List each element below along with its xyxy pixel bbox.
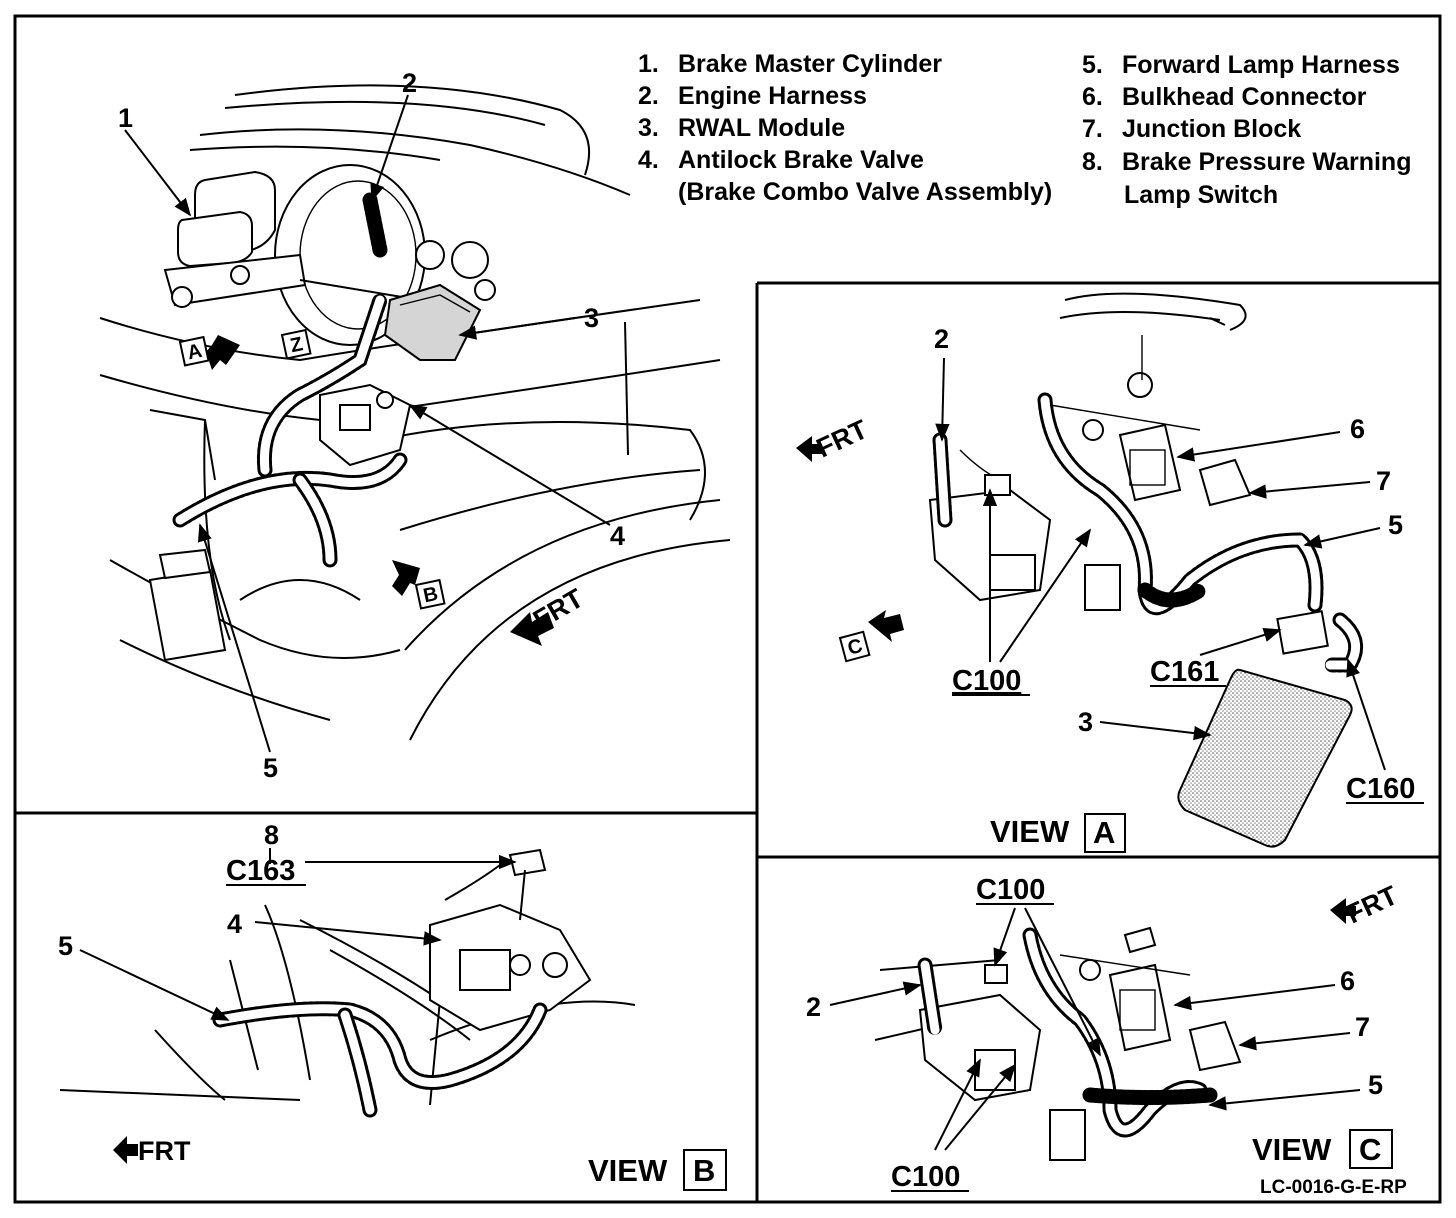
panel-frames	[13, 14, 1442, 1204]
view-c-direction-arrow	[868, 610, 904, 642]
frt-arrow-view-b	[113, 1136, 138, 1164]
view-b-callout-8: 8	[264, 820, 279, 850]
view-a-direction-arrow	[206, 335, 240, 370]
legend-text-2: Engine Harness	[678, 82, 867, 110]
view-b-letter: B	[693, 1153, 715, 1188]
view-a-callout-3: 3	[1078, 707, 1093, 737]
view-a-callout-2: 2	[934, 324, 949, 354]
view-c-callout-7: 7	[1355, 1012, 1370, 1042]
legend-text-8: Brake Pressure Warning	[1122, 148, 1411, 176]
main-callout-4: 4	[610, 521, 625, 551]
svg-text:Z: Z	[288, 333, 305, 357]
view-b-illustration	[59, 848, 636, 1164]
view-b-letter-box	[683, 1149, 727, 1191]
view-a-title: VIEW	[990, 814, 1070, 849]
view-z-marker: Z	[280, 328, 312, 360]
view-a-marker: A	[178, 335, 210, 367]
view-a-letter-box	[1084, 813, 1126, 853]
legend-num-7: 7.	[1082, 115, 1103, 143]
legend-text-1: Brake Master Cylinder	[678, 50, 942, 78]
view-a-callout-7: 7	[1376, 466, 1391, 496]
frt-arrow-view-a	[796, 436, 822, 462]
frt-arrow-main	[510, 612, 554, 646]
main-view-illustration	[99, 84, 731, 753]
legend-text-4: Antilock Brake Valve	[678, 146, 924, 174]
view-b-marker: B	[414, 578, 446, 610]
legend-num-2: 2.	[638, 82, 659, 110]
legend-text-8b: Lamp Switch	[1124, 181, 1278, 209]
view-c-callout-2: 2	[806, 992, 821, 1022]
legend-text-6: Bulkhead Connector	[1122, 83, 1367, 111]
legend-text-7: Junction Block	[1122, 115, 1301, 143]
legend-num-1: 1.	[638, 50, 659, 78]
svg-text:B: B	[421, 583, 440, 608]
frt-arrow-view-c	[1330, 898, 1356, 924]
view-a-connector-c160: C160	[1346, 773, 1415, 805]
legend-text-4b: (Brake Combo Valve Assembly)	[678, 178, 1052, 206]
legend-num-3: 3.	[638, 114, 659, 142]
view-a-connector-c161: C161	[1150, 656, 1219, 688]
legend-num-4: 4.	[638, 146, 659, 174]
drawing-code: LC-0016-G-E-RP	[1260, 1177, 1407, 1198]
view-c-letter-box	[1349, 1129, 1393, 1169]
svg-text:C: C	[845, 635, 865, 660]
legend-num-6: 6.	[1082, 83, 1103, 111]
view-c-marker: C	[838, 630, 871, 663]
view-c-title: VIEW	[1252, 1132, 1332, 1167]
frt-label-view-a: FRT	[812, 414, 873, 464]
view-b-title: VIEW	[588, 1153, 668, 1188]
frt-label-view-b: FRT	[138, 1136, 191, 1166]
view-c-illustration	[829, 898, 1361, 1161]
view-b-connector-c163: C163	[226, 855, 295, 887]
main-callout-5: 5	[263, 753, 278, 783]
main-callout-2: 2	[402, 68, 417, 98]
view-b-callout-5: 5	[58, 931, 73, 961]
view-c-callout-6: 6	[1340, 966, 1355, 996]
main-callout-1: 1	[118, 103, 133, 133]
view-c-connector-c100-bottom: C100	[891, 1161, 960, 1193]
legend-text-5: Forward Lamp Harness	[1122, 51, 1400, 79]
frt-label-view-c: FRT	[1342, 880, 1403, 930]
legend-text-3: RWAL Module	[678, 114, 845, 142]
view-b-direction-arrow	[392, 560, 420, 596]
view-c-connector-c100-top: C100	[976, 874, 1045, 906]
svg-text:A: A	[185, 340, 204, 365]
view-a-illustration	[796, 292, 1386, 848]
view-a-letter: A	[1093, 815, 1115, 850]
view-a-connector-c100: C100	[952, 665, 1021, 697]
view-a-callout-6: 6	[1350, 414, 1365, 444]
view-c-callout-5: 5	[1368, 1070, 1383, 1100]
view-a-callout-5: 5	[1388, 510, 1403, 540]
legend-num-8: 8.	[1082, 148, 1103, 176]
legend: 1. Brake Master Cylinder 2. Engine Harne…	[638, 50, 1411, 209]
legend-num-5: 5.	[1082, 51, 1103, 79]
main-callout-3: 3	[584, 303, 599, 333]
view-b-callout-4: 4	[227, 909, 242, 939]
view-c-letter: C	[1359, 1132, 1381, 1167]
